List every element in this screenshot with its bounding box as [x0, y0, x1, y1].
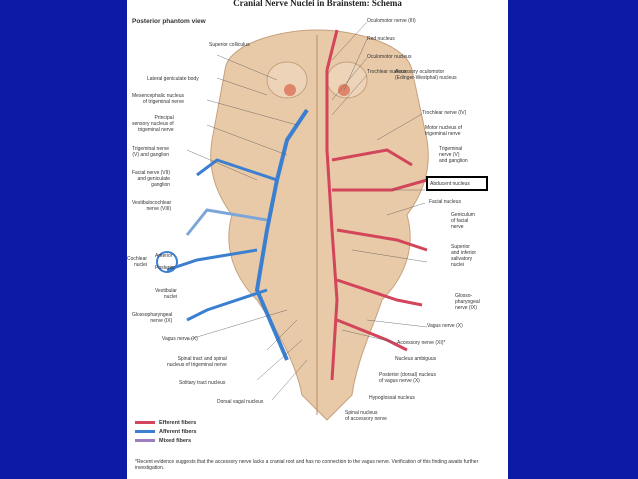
mixed-swatch [135, 439, 155, 442]
legend: Efferent fibers Afferent fibers Mixed fi… [135, 418, 197, 445]
label-anterior: Anterior [155, 253, 173, 259]
label-hypoglossal: Hypoglossal nucleus [369, 395, 415, 401]
efferent-column [325, 70, 339, 381]
label-solitary: Solitary tract nucleus [179, 380, 226, 386]
trigeminal-afferent [196, 158, 278, 182]
label-salivatory: Superior and inferior salivatory nuclei [451, 244, 477, 268]
label-facial-nucleus: Facial nucleus [429, 199, 461, 205]
label-spinal-tract: Spinal tract and spinal nucleus of trige… [167, 356, 227, 368]
facial-afferent [185, 208, 268, 236]
label-dorsal-vagal-right: Posterior (dorsal) nucleus of vagus nerv… [379, 372, 436, 384]
label-trigeminal-right: Trigeminal nerve (V) and ganglion [439, 146, 468, 164]
label-trochlear-nerve: Trochlear nerve (IV) [422, 110, 467, 116]
efferent-swatch [135, 421, 155, 424]
brainstem-outline [210, 29, 429, 421]
label-trigeminal-left: Trigeminal nerve (V) and ganglion [132, 146, 170, 158]
vestibulocochlear-afferent [166, 248, 258, 272]
glosso-afferent [186, 288, 268, 322]
label-posterior: Posterior [155, 265, 176, 271]
trigeminal-efferent [331, 148, 413, 167]
label-glosso-left: Glossopharyngeal nerve (IX) [132, 312, 173, 324]
leader-lines [186, 21, 428, 401]
oculomotor-efferent [325, 29, 339, 71]
label-lateral-geniculate: Lateral geniculate body [147, 76, 199, 82]
footnote: *Recent evidence suggests that the acces… [135, 459, 479, 471]
legend-item-efferent: Efferent fibers [135, 418, 197, 427]
label-glosso-right: Glosso- pharyngeal nerve (IX) [455, 293, 480, 311]
cochlea [156, 251, 178, 273]
label-facial-nerve: Facial nerve (VII) and geniculate gangli… [132, 170, 171, 188]
label-nucleus-ambiguus: Nucleus ambiguus [395, 356, 437, 362]
figure-plate: Cranial Nerve Nuclei in Brainstem: Schem… [127, 0, 508, 479]
afferent-tract [254, 108, 309, 361]
label-vagus-left: Vagus nerve (X) [162, 336, 198, 342]
view-label: Posterior phantom view [132, 18, 206, 25]
label-cochlear-nuclei: Cochlear nuclei [127, 256, 148, 268]
label-oculomotor-nucleus: Oculomotor nucleus [367, 54, 412, 60]
label-accessory-nerve: Accessory nerve (XI)* [397, 340, 446, 346]
label-accessory-oculomotor: Accessory oculomotor (Edinger-Westphal) … [395, 69, 457, 81]
label-trochlear-nucleus: Trochlear nucleus [367, 69, 407, 75]
label-mesencephalic: Mesencephalic nucleus of trigeminal nerv… [132, 93, 184, 105]
glosso-efferent [336, 278, 423, 307]
label-vestibular-nuclei: Vestibular nuclei [155, 288, 177, 300]
label-geniculum: Geniculum of facial nerve [451, 212, 475, 230]
label-motor-trigeminal: Motor nucleus of trigeminal nerve [425, 125, 462, 137]
red-nucleus-left [284, 84, 296, 96]
label-spinal-accessory: Spinal nucleus of accessory nerve [345, 410, 387, 422]
brainstem-diagram [156, 21, 429, 421]
legend-item-mixed: Mixed fibers [135, 436, 197, 445]
vagus-efferent [336, 318, 408, 352]
label-oculomotor-nerve: Oculomotor nerve (III) [367, 18, 416, 24]
label-abducent: Abducent nucleus [430, 181, 470, 187]
abducent-highlight-box [426, 176, 488, 191]
facial-efferent [336, 228, 428, 252]
figure-title: Cranial Nerve Nuclei in Brainstem: Schem… [233, 0, 402, 8]
afferent-swatch [135, 430, 155, 433]
label-dorsal-vagal-left: Dorsal vagal nucleus [217, 399, 264, 405]
superior-colliculus-left [266, 61, 308, 99]
legend-item-afferent: Afferent fibers [135, 427, 197, 436]
label-superior-colliculus: Superior colliculus [209, 42, 250, 48]
label-vagus-right: Vagus nerve (X) [427, 323, 463, 329]
label-principal-sensory: Principal sensory nucleus of trigeminal … [132, 115, 174, 133]
label-red-nucleus: Red nucleus [367, 36, 395, 42]
label-vestibulocochlear: Vestibulocochlear nerve (VIII) [132, 200, 172, 212]
